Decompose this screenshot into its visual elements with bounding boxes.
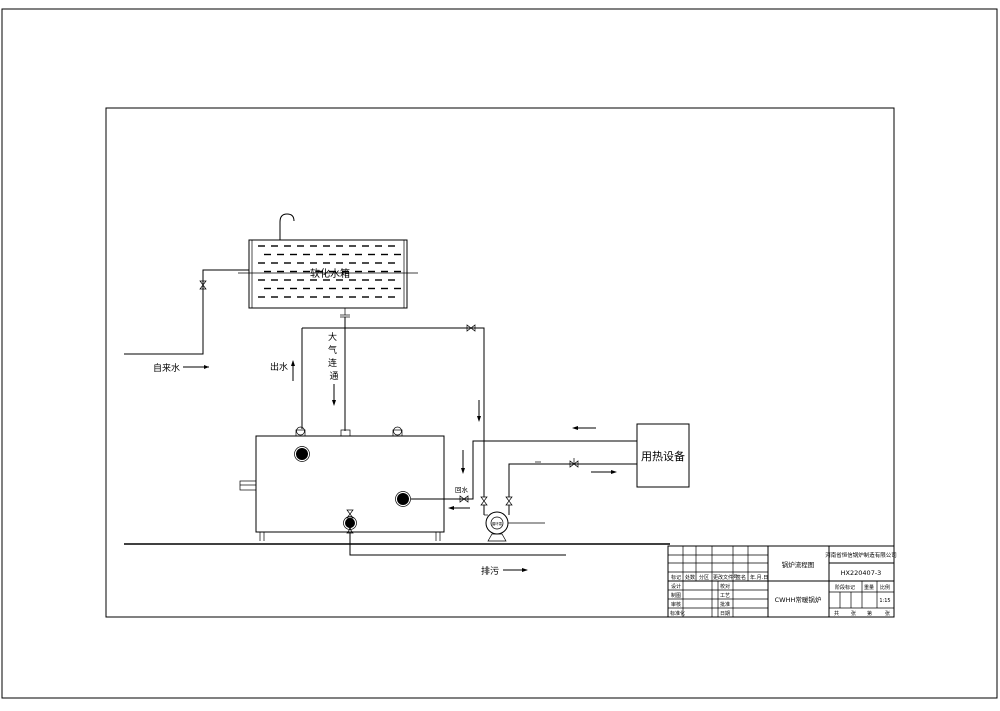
blowdown-line: 排污: [346, 509, 566, 577]
tb-role-date: 日期: [720, 611, 730, 617]
boiler-burner: [239, 480, 257, 491]
return-water-label: 回水: [455, 485, 469, 494]
water-out-label: 出水: [270, 361, 288, 373]
tb-drawing-number: HX220407-3: [841, 569, 882, 577]
tb-sheets-total: 共: [834, 610, 839, 617]
tap-water-valve-icon: [199, 280, 207, 290]
tank-return-valve-icon: [466, 324, 476, 332]
tank-water-hatch: [258, 245, 401, 298]
atmosphere-label: 大 气 连 通: [328, 331, 340, 382]
tb-role-check: 审核: [671, 601, 681, 608]
tb-company: 河南省恒信锅炉制造有限公司: [825, 551, 897, 559]
pump-label: 循环泵: [492, 521, 503, 526]
tb-scale-value: 1:15: [879, 598, 890, 604]
pump-left-valve-icon: [480, 496, 488, 506]
tb-sheet-no: 第: [867, 610, 872, 617]
tb-product-name: CWHH常暖锅炉: [775, 595, 822, 604]
return-water-valve-icon: [459, 495, 469, 503]
tb-role-draw: 制图: [671, 592, 681, 599]
tb-header-sign: 签名: [736, 574, 746, 581]
tb-header-date: 年.月.日: [750, 574, 768, 581]
tb-role-design: 设计: [671, 583, 681, 590]
boiler: [239, 426, 445, 541]
tap-water-label: 自来水: [153, 362, 180, 374]
tb-weight: 重量: [864, 584, 874, 591]
tb-scale: 比例: [880, 584, 890, 591]
tb-stage-mark: 阶段标记: [835, 584, 855, 591]
supply-valve-icon: [569, 460, 579, 468]
tb-header-change-doc: 更改文件号: [713, 574, 738, 581]
boiler-drain-port-icon: [345, 518, 355, 528]
tank-label: 软化水箱: [310, 267, 350, 280]
heat-equipment-label: 用热设备: [641, 449, 685, 463]
title-block: 标记 处数 分区 更改文件号 签名 年.月.日 设计 制图 审核 标准化 校对 …: [667, 545, 897, 618]
tap-water-line: 自来水: [124, 269, 249, 374]
tb-header-zone: 分区: [699, 574, 709, 581]
heat-equipment: 用热设备: [636, 423, 690, 488]
tb-role-process: 工艺: [720, 593, 730, 599]
tb-role-proof: 校对: [720, 583, 730, 590]
outer-border: [1, 8, 998, 699]
drawing-frame: [105, 107, 895, 618]
boiler-outlet-port-icon: [296, 448, 308, 460]
boiler-inlet-port-icon: [397, 493, 409, 505]
blowdown-label: 排污: [481, 565, 499, 577]
supply-line: [508, 426, 637, 497]
blowdown-valve-icon: [346, 524, 354, 534]
return-water-line: 回水: [411, 400, 637, 510]
softened-water-tank: 软化水箱: [238, 213, 418, 309]
tb-sheets-unit: 张: [851, 610, 856, 617]
pump-right-valve-icon: [505, 496, 513, 506]
circulation-pump: 循环泵: [480, 496, 545, 542]
tank-vent-hook: [279, 213, 295, 240]
tb-drawing-title: 锅炉流程图: [782, 560, 815, 569]
tb-role-standard: 标准化: [670, 610, 685, 617]
tb-sheet-unit: 张: [885, 610, 890, 617]
tb-header-count: 处数: [685, 574, 695, 581]
tb-role-approve: 批准: [720, 601, 730, 608]
tb-header-marks: 标记: [671, 574, 681, 581]
